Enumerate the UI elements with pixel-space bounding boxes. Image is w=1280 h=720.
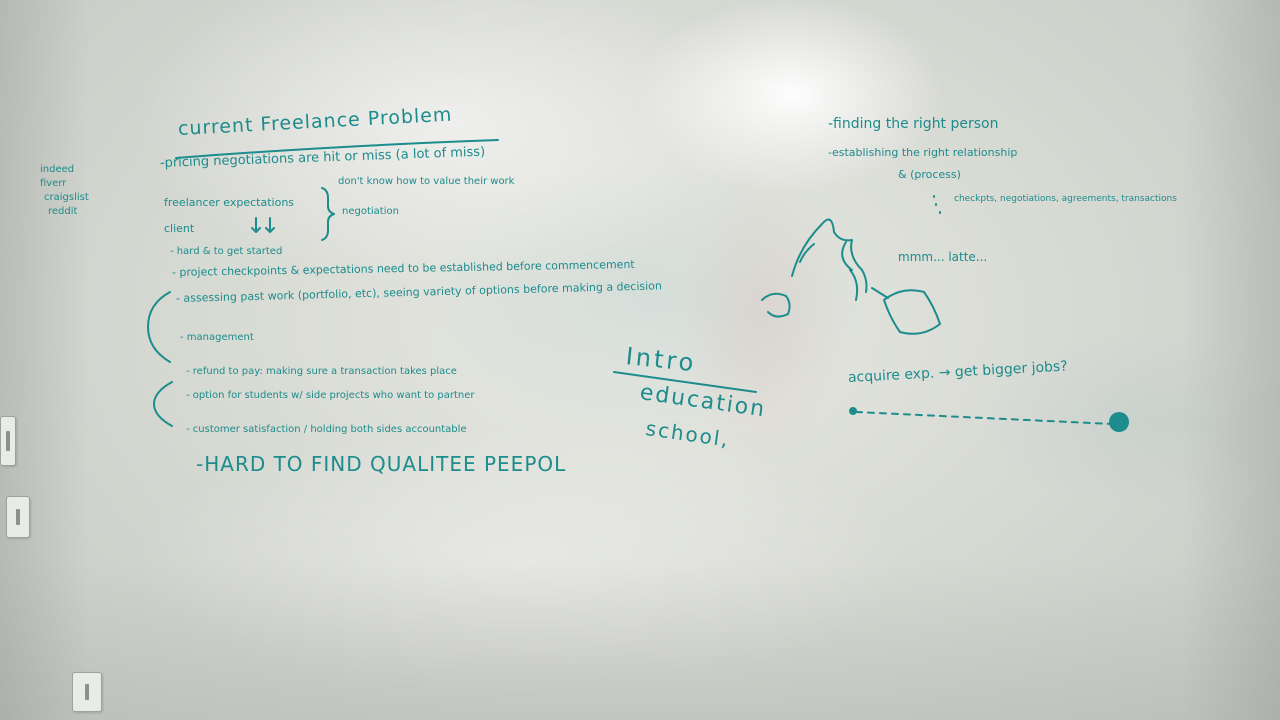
right-line: checkpts, negotiations, agreements, tran… [954,194,1177,204]
board-line-emphasis: -HARD TO FIND QUALITEE PEEPOL [196,452,567,476]
right-line: -establishing the right relationship [828,146,1018,159]
left-list-item: reddit [48,206,78,217]
board-line: - customer satisfaction / holding both s… [186,424,467,435]
board-line: client [164,222,195,235]
left-list-item: fiverr [40,178,67,189]
right-line: -finding the right person [828,116,999,132]
board-line: - hard & to get started [170,246,283,257]
light-switch-plate [0,416,16,466]
light-switch-plate [6,496,30,538]
brace-note: negotiation [342,206,399,217]
board-line: - management [180,332,254,343]
power-outlet-plate [72,672,102,712]
right-line: mmm... latte... [898,250,988,264]
left-list-item: craigslist [44,192,89,203]
left-list-item: indeed [40,164,75,175]
board-line: - refund to pay: making sure a transacti… [186,366,457,377]
right-line: & (process) [898,168,961,181]
brace-note: don't know how to value their work [338,176,515,187]
board-line: freelancer expectations [164,196,295,209]
board-line: - option for students w/ side projects w… [186,390,475,401]
